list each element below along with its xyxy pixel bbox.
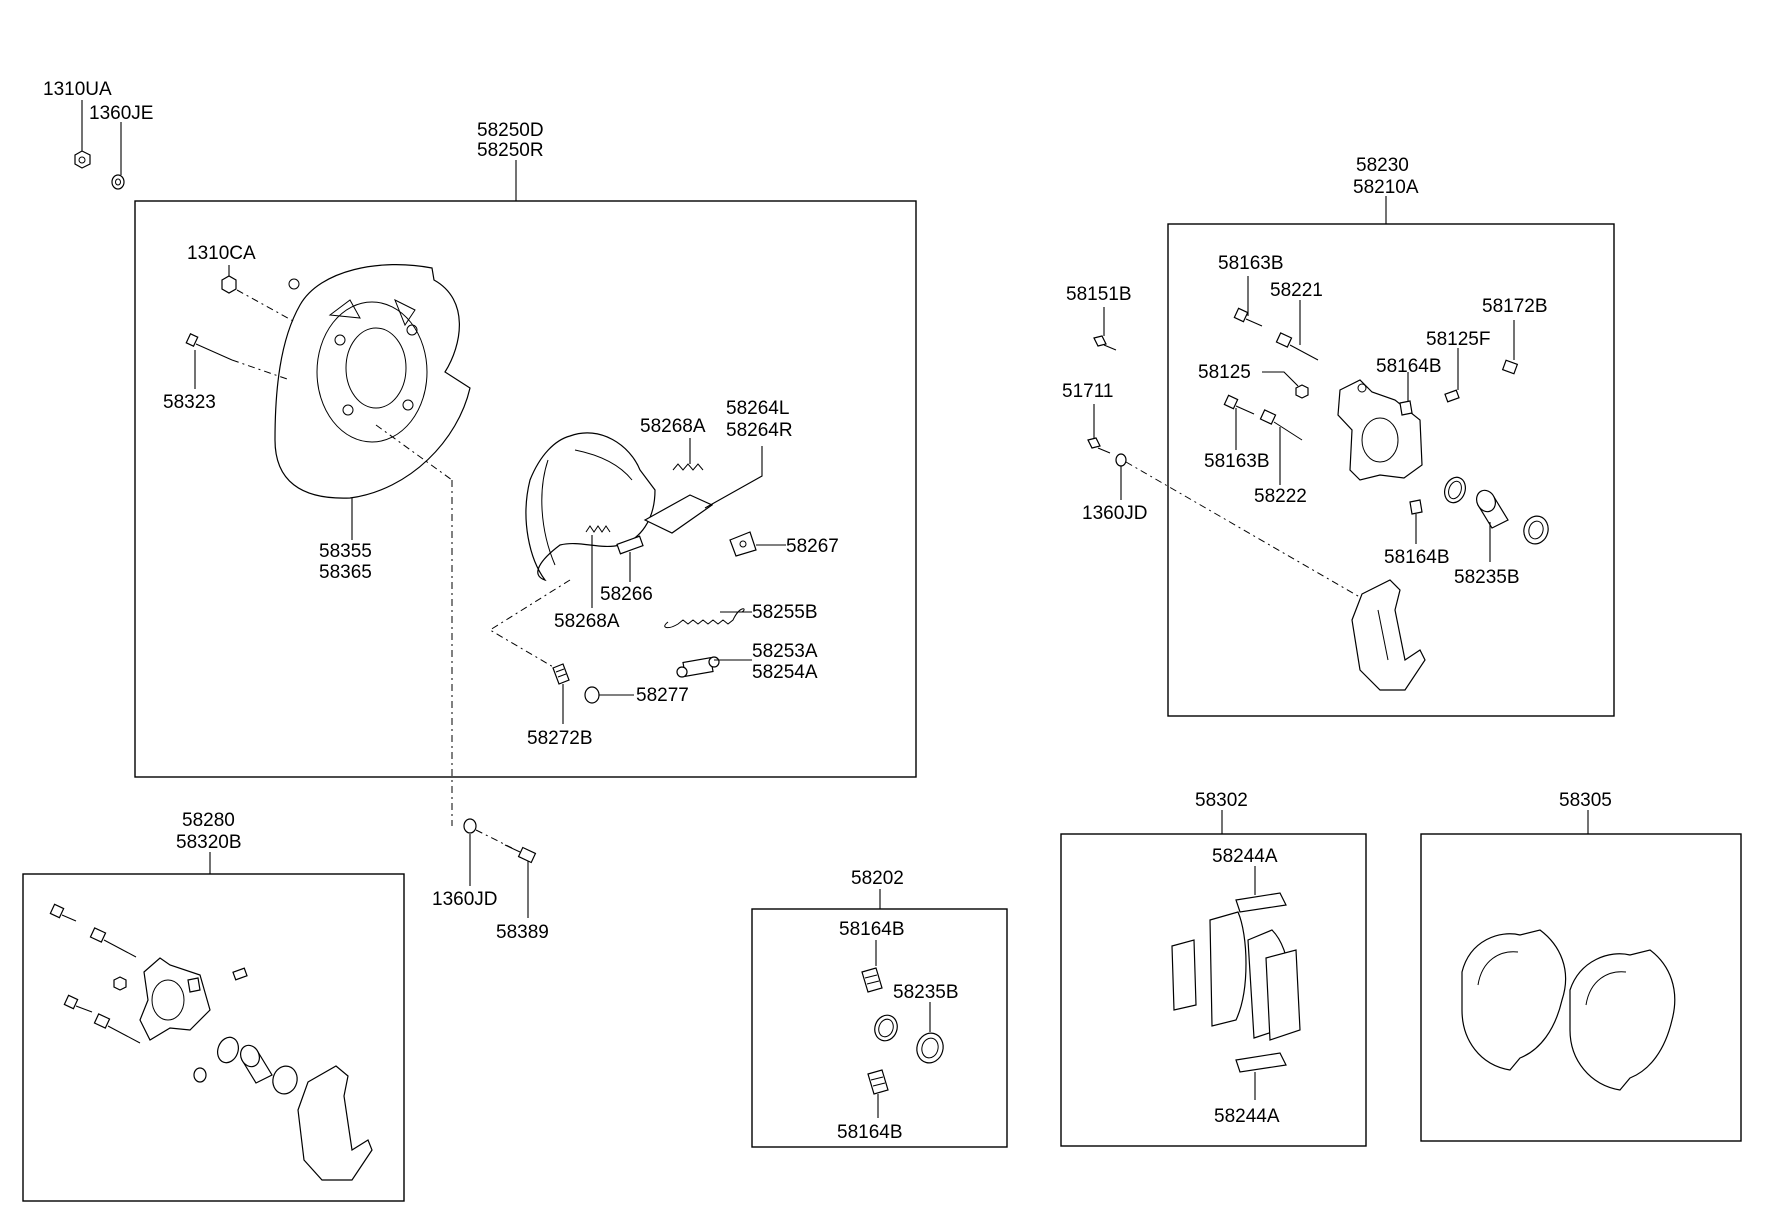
label-58172B: 58172B <box>1482 296 1548 317</box>
label-58151B: 58151B <box>1066 284 1132 305</box>
bolt-58151B-part <box>1093 335 1117 351</box>
bolt-58163B-bottom-part <box>1223 394 1255 415</box>
bolt-58163B-top-part <box>1233 307 1263 327</box>
parking-lever-part <box>643 494 714 534</box>
label-58221: 58221 <box>1270 280 1323 301</box>
label-1310CA: 1310CA <box>187 243 256 264</box>
clip-58267-part <box>729 531 757 557</box>
label-58389: 58389 <box>496 922 549 943</box>
label-58125: 58125 <box>1198 362 1251 383</box>
label-58244A-bottom: 58244A <box>1214 1106 1280 1127</box>
bolt-58323-part <box>185 332 233 361</box>
backing-plate-part <box>274 264 471 499</box>
label-58250R: 58250R <box>477 140 544 161</box>
label-58163B-top: 58163B <box>1218 253 1284 274</box>
bolt-58221-part <box>1275 332 1319 361</box>
shoe-kit-parts <box>1461 929 1676 1091</box>
frame-backing-plate-assembly <box>134 200 917 778</box>
label-58164B-top: 58164B <box>1376 356 1442 377</box>
label-58264L: 58264L <box>726 398 789 419</box>
caliper-kit-left-parts <box>49 903 373 1181</box>
label-1310UA: 1310UA <box>43 79 112 100</box>
label-58267: 58267 <box>786 536 839 557</box>
washer-1360JD-left-part <box>463 818 477 834</box>
cap-58277-part <box>584 686 600 704</box>
label-58277: 58277 <box>636 685 689 706</box>
label-58253A: 58253A <box>752 641 818 662</box>
dust-boot-ring-part <box>1523 515 1549 545</box>
frame-pad-kit <box>1060 833 1367 1147</box>
label-58255B: 58255B <box>752 602 818 623</box>
leader-58125 <box>1262 371 1299 387</box>
boot-58164B-bottom-part <box>1409 499 1423 515</box>
label-58222: 58222 <box>1254 486 1307 507</box>
label-58210A: 58210A <box>1353 177 1419 198</box>
bolt-51711-part <box>1087 437 1111 454</box>
boot-58272B-part <box>552 663 570 685</box>
piston-58235B-part <box>1476 489 1509 529</box>
label-58163B-bottom: 58163B <box>1204 451 1270 472</box>
label-58365: 58365 <box>319 562 372 583</box>
nut-1310UA-part <box>74 150 91 169</box>
boot-58164B-top-part <box>1399 400 1413 416</box>
seal-kit-parts <box>861 967 944 1095</box>
nut-1310CA-part <box>221 275 300 294</box>
bolt-58389-part <box>504 844 537 864</box>
nipple-58125F-part <box>1444 389 1460 403</box>
label-58355: 58355 <box>319 541 372 562</box>
wheel-cylinder-part <box>676 656 720 678</box>
label-58266: 58266 <box>600 584 653 605</box>
spring-58255B-part <box>664 608 745 629</box>
label-58164B-kit-bottom: 58164B <box>837 1122 903 1143</box>
label-1360JE: 1360JE <box>89 103 153 124</box>
frame-caliper-assembly-left <box>22 873 405 1202</box>
label-58280: 58280 <box>182 810 235 831</box>
washer-1360JE-part <box>111 174 125 190</box>
label-58235B-right: 58235B <box>1454 567 1520 588</box>
frame-shoe-kit <box>1420 833 1742 1142</box>
label-58272B: 58272B <box>527 728 593 749</box>
dash-1310CA <box>236 289 296 323</box>
label-58235B-kit: 58235B <box>893 982 959 1003</box>
pad-kit-parts <box>1171 892 1301 1073</box>
leader-58264L <box>704 446 763 509</box>
caliper-bracket-right-part <box>1351 579 1426 691</box>
label-58302: 58302 <box>1195 790 1248 811</box>
dash-1360JD-to-58389 <box>475 829 513 849</box>
label-58254A: 58254A <box>752 662 818 683</box>
label-58250D: 58250D <box>477 120 544 141</box>
nut-58125-part <box>1295 384 1309 399</box>
dash-1360JD-to-bracket <box>1125 461 1366 601</box>
label-58164B-kit-top: 58164B <box>839 919 905 940</box>
label-51711: 51711 <box>1062 381 1113 402</box>
frame-caliper-assembly-right <box>1167 223 1615 717</box>
label-58164B-bottom: 58164B <box>1384 547 1450 568</box>
label-1360JD-right: 1360JD <box>1082 503 1148 524</box>
label-58230: 58230 <box>1356 155 1409 176</box>
piston-seal-ring-part <box>1444 476 1466 504</box>
label-1360JD-left: 1360JD <box>432 889 498 910</box>
label-58305: 58305 <box>1559 790 1612 811</box>
washer-1360JD-right-part <box>1115 453 1127 467</box>
label-58268A-bottom: 58268A <box>554 611 620 632</box>
bleeder-58172B-part <box>1501 359 1519 375</box>
label-58323: 58323 <box>163 392 216 413</box>
label-58202: 58202 <box>851 868 904 889</box>
dash-58323 <box>231 359 291 381</box>
bolt-58222-part <box>1259 409 1303 441</box>
label-58320B: 58320B <box>176 832 242 853</box>
dash-backing-to-1360JD <box>375 424 453 481</box>
label-58264R: 58264R <box>726 420 793 441</box>
spring-58268A-bottom-part <box>585 525 611 533</box>
brake-shoe-part <box>525 432 656 582</box>
adjuster-58266-part <box>616 535 644 555</box>
label-58244A-top: 58244A <box>1212 846 1278 867</box>
label-58268A-top: 58268A <box>640 416 706 437</box>
caliper-body-right-part <box>1337 379 1423 481</box>
label-58125F: 58125F <box>1426 329 1490 350</box>
spring-58268A-top-part <box>672 463 704 471</box>
